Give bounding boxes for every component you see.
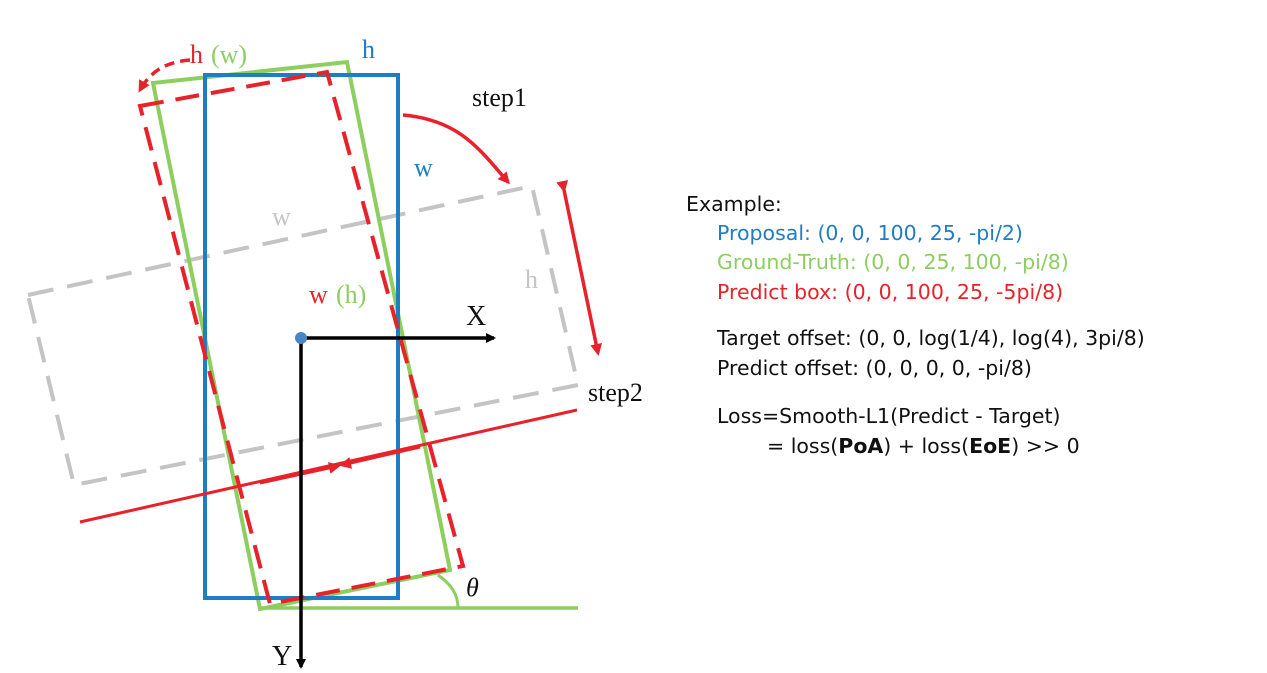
label-h-gray: h bbox=[525, 265, 538, 294]
label-w-gray: w bbox=[272, 202, 291, 231]
label-h-red: h bbox=[190, 40, 203, 69]
label-w-blue: w bbox=[414, 153, 433, 182]
example-heading: Example: bbox=[686, 192, 782, 216]
label-step1: step1 bbox=[472, 83, 527, 112]
label-h-green-mid: (h) bbox=[336, 280, 366, 309]
predict-offset-text: Predict offset: (0, 0, 0, 0, -pi/8) bbox=[717, 356, 1032, 380]
label-theta: θ bbox=[466, 573, 479, 602]
loss-line-2-part-b: ) + loss( bbox=[883, 434, 970, 458]
label-h-blue: h bbox=[362, 35, 375, 64]
predict-box bbox=[137, 69, 466, 607]
step2-red-line bbox=[79, 408, 578, 524]
label-axis-y: Y bbox=[272, 641, 292, 672]
theta-arc bbox=[437, 573, 460, 609]
rotation-curved-arrow bbox=[138, 58, 191, 93]
step1-curved-arrow bbox=[402, 113, 510, 185]
label-w-green-top: (w) bbox=[211, 40, 247, 69]
converge-arrow-right bbox=[339, 445, 421, 469]
height-double-arrow bbox=[556, 179, 603, 356]
label-w-red-mid: w bbox=[309, 280, 328, 309]
label-step2: step2 bbox=[588, 378, 643, 407]
proposal-text: Proposal: (0, 0, 100, 25, -pi/2) bbox=[717, 221, 1023, 245]
ground-truth-box bbox=[150, 59, 453, 612]
predict-box-text: Predict box: (0, 0, 100, 25, -5pi/8) bbox=[717, 280, 1064, 304]
loss-line-1: Loss=Smooth-L1(Predict - Target) bbox=[717, 404, 1061, 428]
loss-poa: PoA bbox=[838, 434, 884, 458]
ground-truth-text: Ground-Truth: (0, 0, 25, 100, -pi/8) bbox=[717, 250, 1069, 274]
loss-line-2-part-a: = loss( bbox=[767, 434, 839, 458]
loss-eoe: EoE bbox=[969, 434, 1012, 458]
gray-rotated-box bbox=[25, 183, 581, 488]
target-offset-text: Target offset: (0, 0, log(1/4), log(4), … bbox=[717, 326, 1145, 350]
converge-arrow-left bbox=[259, 462, 341, 485]
loss-line-2-part-c: ) >> 0 bbox=[1011, 434, 1080, 458]
label-axis-x: X bbox=[466, 301, 486, 332]
loss-line-2: = loss(PoA) + loss(EoE) >> 0 bbox=[767, 432, 1080, 461]
origin-point bbox=[295, 332, 307, 344]
rotated-box-diagram: h (w) h step1 w w h w (h) X step2 θ Y bbox=[25, 35, 643, 672]
